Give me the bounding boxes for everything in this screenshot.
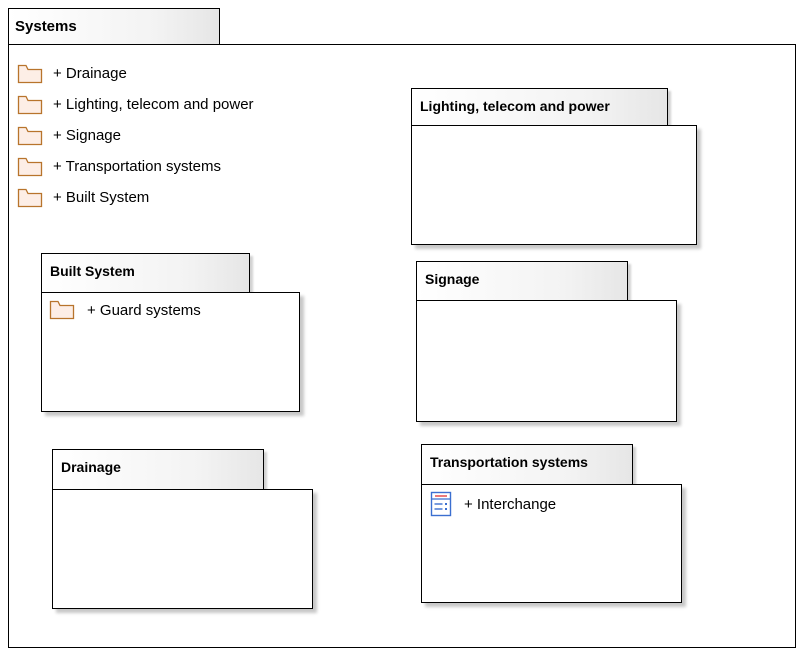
package-title: Lighting, telecom and power (420, 98, 610, 114)
folder-icon (17, 64, 43, 83)
package-body[interactable] (416, 300, 677, 422)
package-tab[interactable]: Transportation systems (421, 444, 633, 485)
list-item-label: + Interchange (464, 495, 557, 513)
package-title: Signage (425, 271, 480, 287)
package-title: Drainage (61, 459, 121, 475)
package-body[interactable] (52, 489, 313, 609)
systems-package-title: Systems (15, 18, 77, 35)
folder-icon (17, 126, 43, 145)
list-item-interchange[interactable]: + Interchange (430, 491, 556, 517)
package-drainage[interactable]: Drainage (52, 449, 314, 609)
list-item-lighting[interactable]: + Lighting, telecom and power (17, 89, 254, 120)
list-item-label: + Built System (53, 189, 150, 206)
folder-icon (17, 188, 43, 207)
systems-package-tab[interactable]: Systems (8, 8, 220, 45)
list-item-label: + Guard systems (87, 301, 201, 319)
package-title: Built System (50, 263, 135, 279)
systems-contents-list: + Drainage + Lighting, telecom and power… (17, 58, 254, 213)
package-body[interactable] (411, 125, 697, 245)
folder-icon (17, 95, 43, 114)
package-tab[interactable]: Signage (416, 261, 628, 301)
package-tab[interactable]: Lighting, telecom and power (411, 88, 668, 126)
package-lighting-telecom-power[interactable]: Lighting, telecom and power (411, 88, 698, 246)
list-item-signage[interactable]: + Signage (17, 120, 254, 151)
list-item-label: + Transportation systems (53, 158, 221, 175)
folder-icon (17, 157, 43, 176)
list-item-drainage[interactable]: + Drainage (17, 58, 254, 89)
list-item-built-system[interactable]: + Built System (17, 182, 254, 213)
package-body[interactable]: + Guard systems (41, 292, 300, 412)
systems-package-frame[interactable] (8, 44, 796, 648)
folder-icon (49, 300, 75, 320)
list-item-guard-systems[interactable]: + Guard systems (49, 300, 201, 320)
systems-package-top-border (219, 44, 796, 45)
package-title: Transportation systems (430, 454, 588, 470)
package-signage[interactable]: Signage (416, 261, 678, 423)
package-body[interactable]: + Interchange (421, 484, 682, 603)
list-item-label: + Signage (53, 127, 121, 144)
list-item-label: + Lighting, telecom and power (53, 96, 254, 113)
list-item-transportation-systems[interactable]: + Transportation systems (17, 151, 254, 182)
package-transportation-systems[interactable]: Transportation systems + Interchange (421, 444, 683, 604)
package-built-system[interactable]: Built System + Guard systems (41, 253, 301, 413)
list-item-label: + Drainage (53, 65, 127, 82)
package-tab[interactable]: Built System (41, 253, 250, 293)
package-tab[interactable]: Drainage (52, 449, 264, 490)
class-icon (430, 491, 452, 517)
